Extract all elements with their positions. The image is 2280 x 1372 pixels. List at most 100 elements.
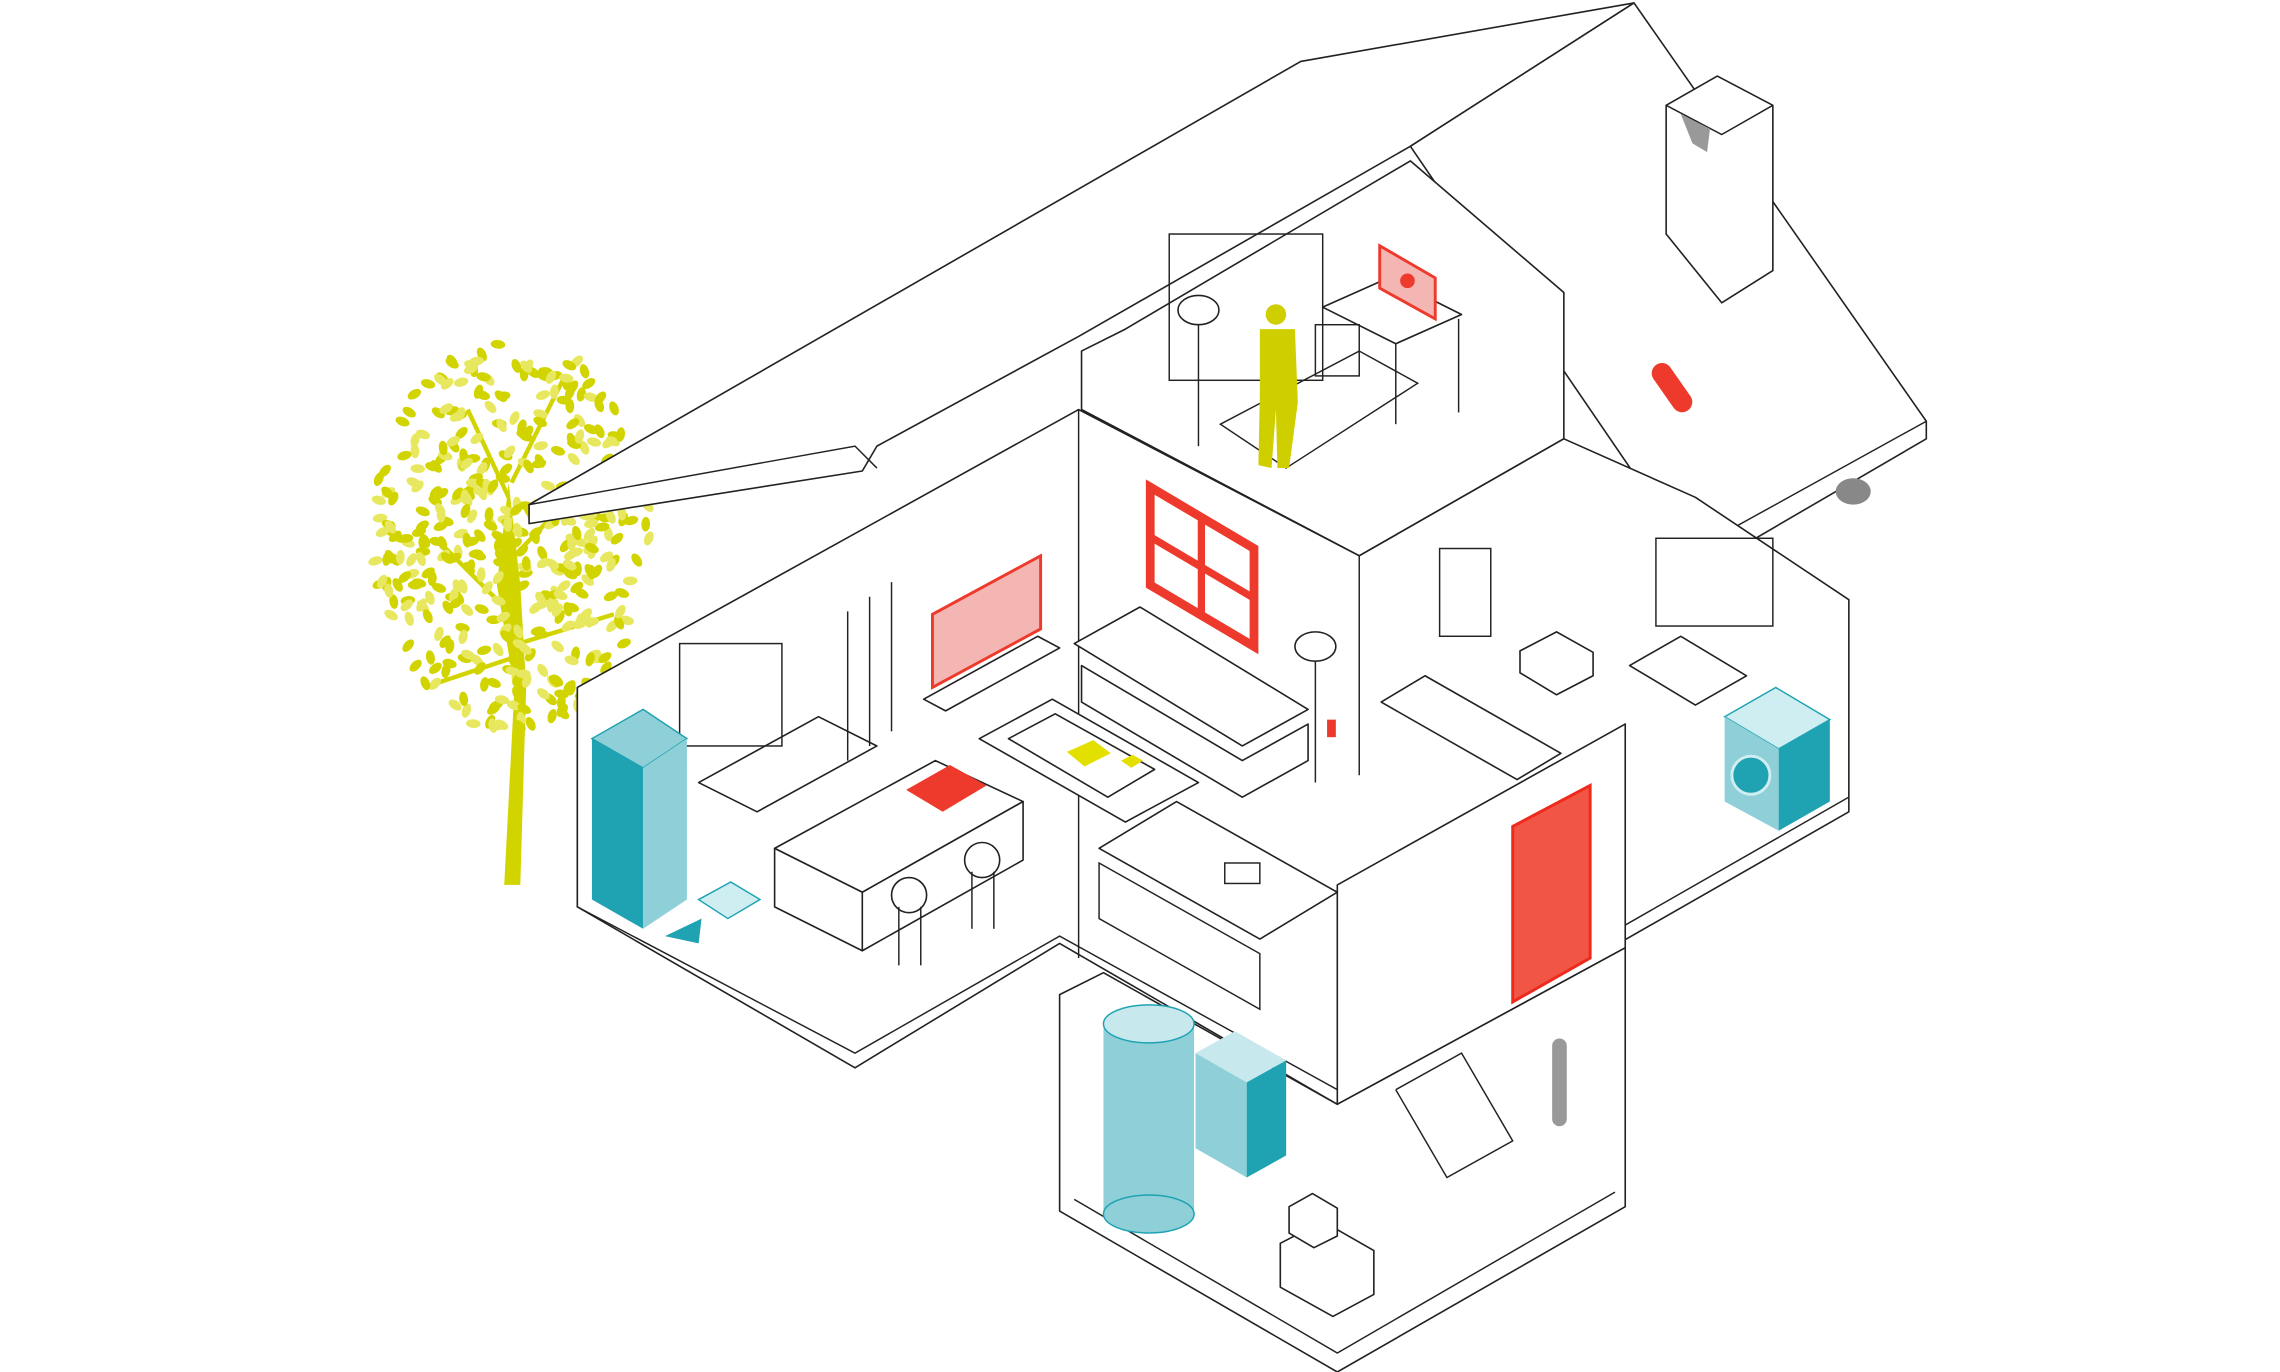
leaf: [583, 392, 599, 402]
leaf: [420, 379, 436, 389]
leaf: [379, 464, 391, 477]
leaf: [574, 429, 585, 444]
leaf: [429, 536, 444, 547]
leaf: [554, 689, 569, 699]
leaf: [515, 580, 530, 591]
leaf: [594, 391, 607, 405]
leaf: [530, 626, 546, 636]
leaf: [566, 418, 580, 430]
leaf: [398, 571, 411, 583]
door-hotspot[interactable]: [1511, 783, 1592, 1005]
leaf: [516, 429, 531, 439]
leaf: [513, 522, 523, 538]
leaf: [447, 552, 462, 564]
leaf: [576, 387, 586, 402]
leaf: [570, 581, 584, 594]
person: [1258, 304, 1298, 469]
leaf: [615, 604, 626, 619]
leaf: [384, 609, 398, 621]
leaf: [551, 640, 564, 653]
leaf: [388, 491, 399, 506]
tree: [368, 339, 654, 885]
leaf: [491, 595, 506, 606]
tree-foliage: [368, 339, 654, 733]
leaf: [529, 527, 543, 539]
leaf: [567, 452, 580, 466]
leaf: [433, 521, 448, 532]
leaf: [517, 703, 531, 715]
leaf: [446, 436, 460, 447]
leaf: [395, 416, 410, 427]
leaf: [537, 663, 549, 677]
leaf: [496, 611, 510, 623]
leaf: [584, 563, 595, 578]
leaf: [609, 401, 619, 416]
tv-hotspot[interactable]: [931, 553, 1043, 690]
leaf: [508, 655, 520, 668]
leaf: [439, 635, 451, 648]
leaf: [616, 427, 626, 442]
roof: [528, 2, 1928, 575]
window-hotspot[interactable]: [1145, 479, 1259, 655]
leaf: [495, 473, 511, 483]
leaf: [449, 597, 463, 609]
leaf: [476, 462, 488, 476]
leaf: [440, 378, 454, 390]
leaf: [575, 613, 585, 629]
leaf: [614, 615, 625, 630]
leaf: [533, 416, 547, 428]
leaf: [491, 530, 505, 542]
leaf: [404, 611, 414, 626]
leaf: [483, 520, 498, 531]
leaf: [436, 507, 446, 523]
leaf: [492, 571, 504, 585]
leaf: [368, 556, 383, 566]
wasp-nest-icon[interactable]: [1835, 478, 1871, 505]
leaf: [553, 590, 568, 601]
leaf: [481, 581, 493, 595]
leaf: [549, 384, 559, 399]
leaf: [461, 649, 476, 660]
leaf: [521, 556, 531, 571]
leaf: [375, 526, 390, 538]
chimney: [1665, 75, 1774, 304]
leaf: [515, 669, 531, 679]
leaf: [516, 544, 529, 557]
leaf: [506, 700, 521, 711]
washing-machine: [1723, 686, 1832, 831]
leaf: [455, 407, 466, 422]
leaf: [520, 360, 533, 373]
leaf: [622, 576, 638, 586]
water-heater: [1102, 1004, 1195, 1234]
refrigerator: [590, 708, 702, 944]
leaf: [523, 459, 534, 474]
kitchen-sink-hotspot[interactable]: [906, 764, 987, 812]
leaf: [533, 441, 548, 451]
leaf: [594, 522, 610, 532]
leaf: [641, 516, 651, 532]
leaf: [503, 445, 516, 459]
leaf: [557, 580, 571, 592]
leaf: [410, 464, 426, 474]
leaf: [494, 695, 510, 705]
leaf: [643, 531, 654, 546]
leaf: [610, 532, 624, 545]
leaf: [420, 676, 431, 691]
roof-damage-hotspot[interactable]: [1648, 359, 1697, 416]
leaf: [508, 538, 523, 549]
leaf: [513, 624, 524, 639]
leaf: [583, 527, 596, 541]
leaf: [548, 675, 562, 688]
leaf: [458, 629, 468, 645]
leaf: [480, 677, 489, 692]
leaf: [461, 703, 472, 718]
leaf: [563, 680, 576, 693]
leaf: [428, 677, 441, 690]
leaf: [402, 406, 416, 418]
leaf: [546, 597, 556, 613]
leaf: [533, 409, 548, 419]
leaf: [499, 463, 513, 476]
leaf: [448, 699, 462, 711]
leaf: [572, 525, 582, 541]
leaf: [484, 507, 494, 522]
